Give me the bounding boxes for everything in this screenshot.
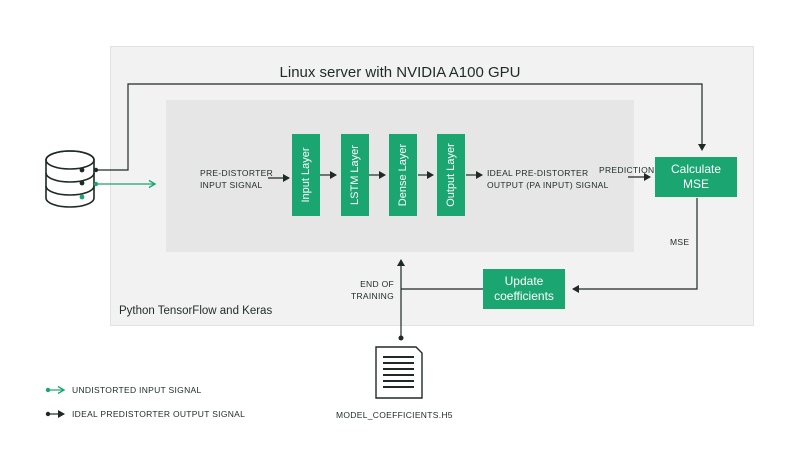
lstm-layer: LSTM Layer bbox=[341, 134, 369, 216]
input-layer: Input Layer bbox=[292, 134, 320, 216]
calculate-mse-line1: Calculate bbox=[670, 162, 722, 176]
update-coefficients-line2: coefficients bbox=[494, 289, 554, 303]
calculate-mse-line2: MSE bbox=[682, 177, 709, 191]
framework-label: Python TensorFlow and Keras bbox=[119, 305, 273, 317]
output-layer: Output Layer bbox=[437, 134, 465, 216]
update-coefficients-box: Update coefficients bbox=[483, 269, 565, 309]
output-signal-label-line2: OUTPUT (PA INPUT) SIGNAL bbox=[487, 180, 609, 190]
end-of-training-label: END OF TRAINING bbox=[340, 278, 394, 302]
update-coefficients-line1: Update bbox=[504, 274, 544, 288]
end-of-training-line1: END OF bbox=[360, 279, 394, 289]
output-signal-label-line1: IDEAL PRE-DISTORTER bbox=[487, 168, 589, 178]
input-signal-label-line2: INPUT SIGNAL bbox=[200, 180, 263, 190]
calculate-mse-box: Calculate MSE bbox=[655, 157, 737, 197]
file-label: MODEL_COEFFICIENTS.H5 bbox=[336, 410, 453, 420]
input-signal-label-line1: PRE-DISTORTER bbox=[200, 168, 274, 178]
end-of-training-line2: TRAINING bbox=[350, 291, 394, 301]
prediction-label: PREDICTION bbox=[599, 165, 655, 175]
dense-layer: Dense Layer bbox=[389, 134, 417, 216]
output-signal-label: IDEAL PRE-DISTORTER OUTPUT (PA INPUT) SI… bbox=[487, 167, 609, 191]
legend-ideal: IDEAL PREDISTORTER OUTPUT SIGNAL bbox=[72, 409, 246, 419]
legend-undistorted: UNDISTORTED INPUT SIGNAL bbox=[72, 385, 202, 395]
server-title: Linux server with NVIDIA A100 GPU bbox=[279, 64, 521, 81]
input-signal-label: PRE-DISTORTER INPUT SIGNAL bbox=[200, 167, 273, 191]
mse-label: MSE bbox=[670, 237, 690, 247]
